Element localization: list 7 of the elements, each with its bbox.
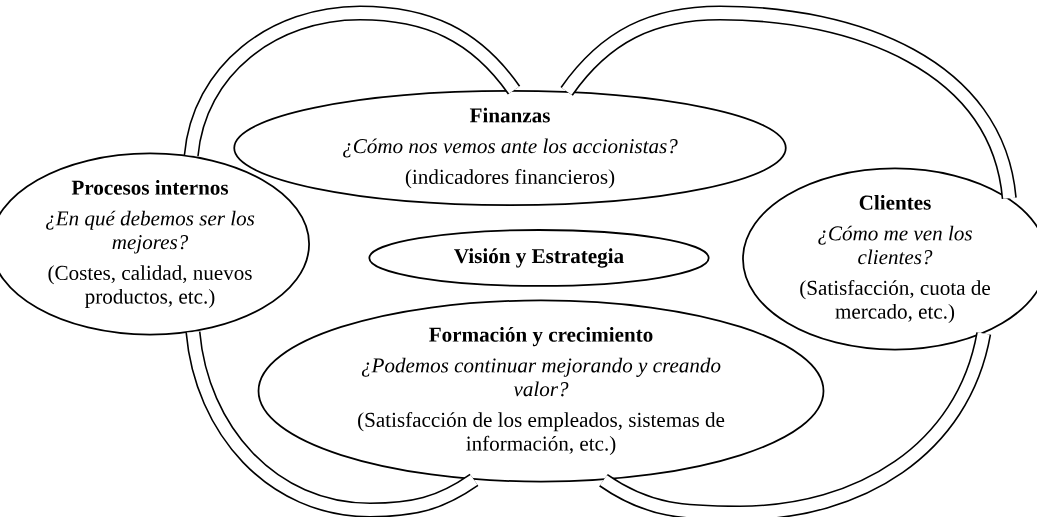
ring-connector (183, 5, 521, 157)
ring-connector (599, 331, 992, 517)
ellipse-node: Finanzas ¿Cómo nos vemos ante los accionistas? (indicadores financieros) (233, 90, 787, 206)
ring-connector (560, 5, 1017, 200)
ring-connector (185, 331, 479, 517)
ellipse-node: Formación y crecimiento ¿Podemos continuar mejorando y creando valor? (Satisfacción de los empleados, sistemas de información, etc.) (257, 299, 825, 483)
ellipse-node: Visión y Estrategia (368, 229, 710, 287)
